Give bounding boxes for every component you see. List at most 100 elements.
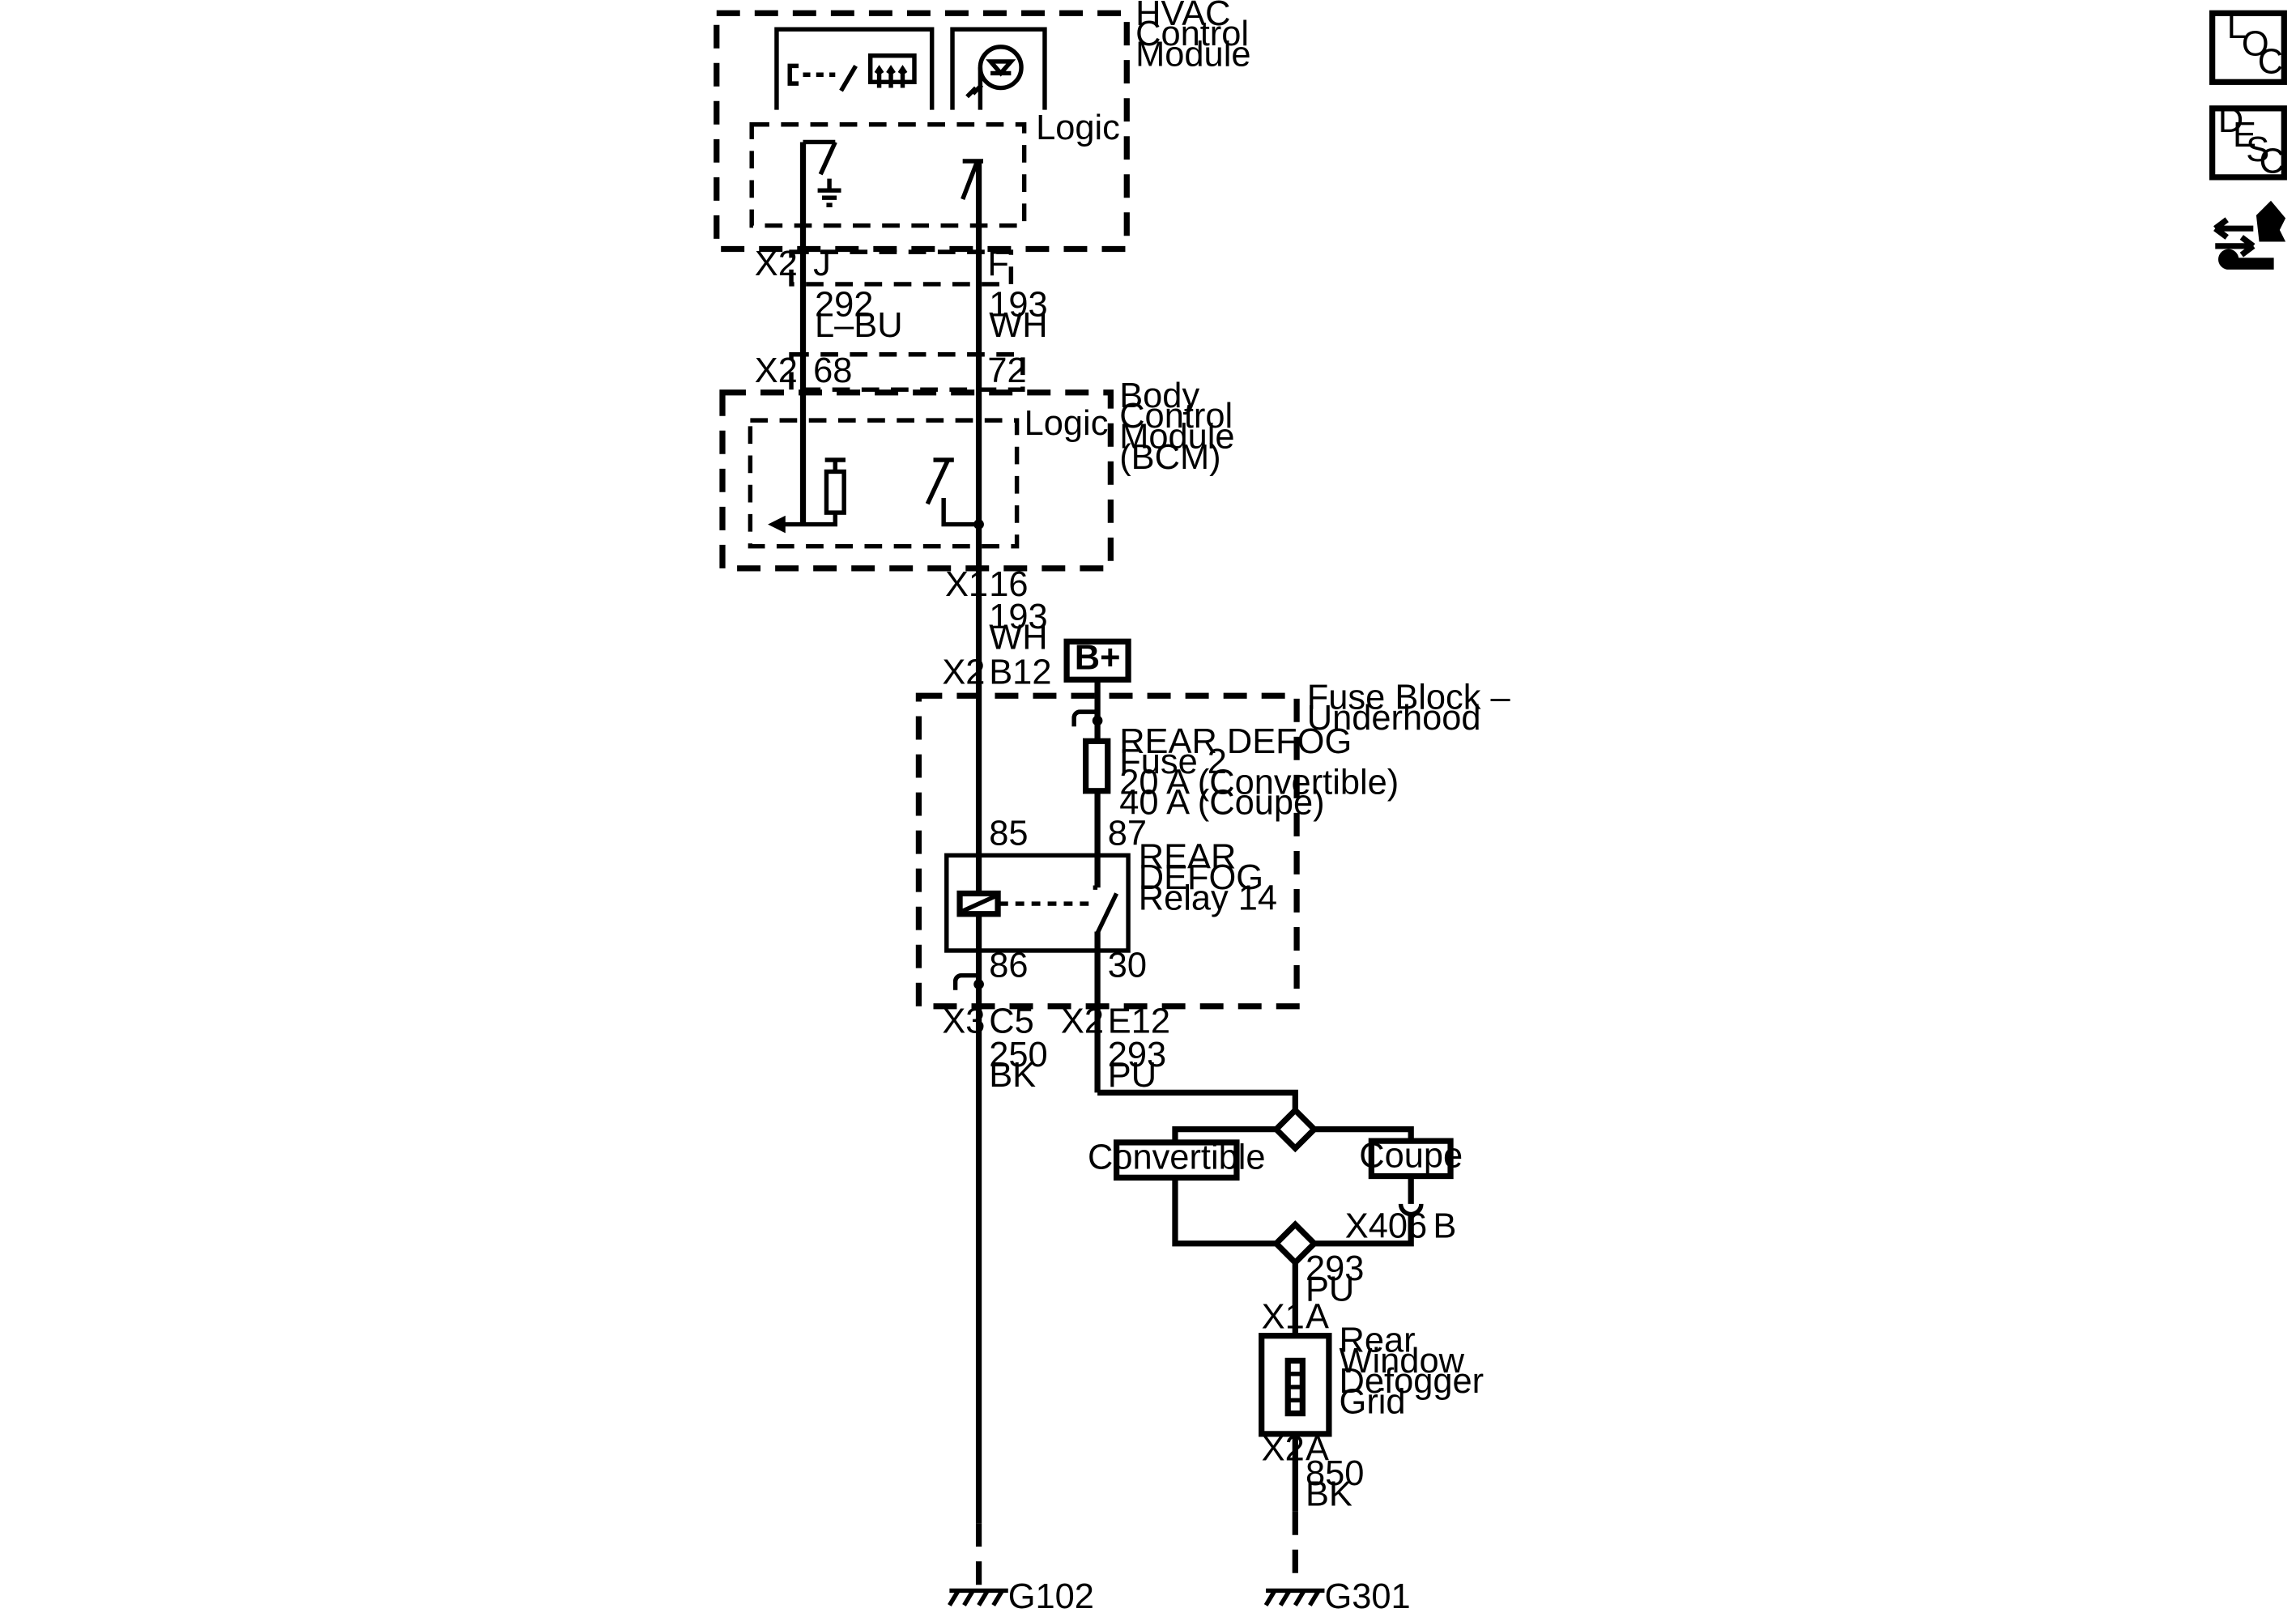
description-button[interactable]: D E S C bbox=[2209, 101, 2287, 181]
ground-switch bbox=[803, 139, 841, 207]
grid-x2-label: X2 bbox=[1262, 1429, 1305, 1468]
loc-letter-o: O bbox=[2242, 25, 2269, 64]
bcm-pin-16: 16 bbox=[989, 565, 1028, 604]
desc-letter-d: D bbox=[2218, 101, 2243, 140]
wire-292-color: L–BU bbox=[815, 306, 903, 345]
fuse-block-boundary bbox=[915, 692, 1300, 1010]
bcm-pin-68: 68 bbox=[813, 351, 852, 390]
relay-label-3: Relay 14 bbox=[1139, 879, 1277, 917]
body-style-options: Convertible Coupe X406 B bbox=[1088, 1089, 1463, 1267]
bcm-logic-label: Logic bbox=[1024, 404, 1109, 443]
wire-850-color: BK bbox=[1306, 1475, 1352, 1514]
fuse-block-label-1: Fuse Block – bbox=[1307, 678, 1511, 717]
bcm-x2-label: X2 bbox=[755, 351, 798, 390]
ground-g102-label: G102 bbox=[1008, 1577, 1094, 1616]
wire-193-color: WH bbox=[989, 306, 1047, 345]
relay-contact bbox=[1093, 885, 1119, 934]
relay-pin-30: 30 bbox=[1108, 947, 1147, 985]
bcm-label-3: Module bbox=[1119, 418, 1234, 457]
grid-pin-a1: A bbox=[1306, 1298, 1329, 1337]
fuse-block-pin-c5: C5 bbox=[989, 1002, 1034, 1040]
fuse-block-label-2: Underhood bbox=[1307, 699, 1481, 738]
fuse-label-3: 20 A (Convertible) bbox=[1119, 763, 1399, 802]
bcm-label-4: (BCM) bbox=[1119, 438, 1220, 477]
ground-icon bbox=[948, 1588, 1008, 1606]
ground-g102: G102 bbox=[948, 1523, 1094, 1616]
fuse-label-2: Fuse 2 bbox=[1119, 743, 1227, 781]
desc-letter-e: E bbox=[2233, 116, 2256, 155]
rear-defrost-switch bbox=[774, 27, 935, 110]
fuse-block-underhood: Fuse Block – Underhood REAR DEFOG Fuse 2… bbox=[915, 678, 1511, 1093]
pull-up-resistor bbox=[824, 469, 846, 515]
relay-pin-86: 86 bbox=[989, 947, 1028, 985]
diagnostic-tools-icon[interactable] bbox=[2213, 200, 2286, 270]
grid-label-4: Grid bbox=[1340, 1383, 1406, 1422]
description-icon[interactable] bbox=[2209, 105, 2287, 181]
convertible-option-label: Convertible bbox=[1088, 1138, 1266, 1177]
grid-label-3: Defogger bbox=[1340, 1362, 1485, 1401]
wire-293b-number: 293 bbox=[1306, 1249, 1364, 1288]
location-button[interactable]: L O C bbox=[2209, 7, 2287, 85]
fuse-block-pin-e12: E12 bbox=[1108, 1002, 1170, 1040]
loc-letter-c: C bbox=[2258, 42, 2283, 81]
wire-250-color: BK bbox=[989, 1056, 1036, 1095]
option-split-upper bbox=[1272, 1106, 1318, 1153]
relay-label-2: DEFOG bbox=[1139, 858, 1263, 897]
battery-positive-label: B+ bbox=[1075, 639, 1121, 678]
fuse-block-pin-b12: B12 bbox=[989, 653, 1051, 692]
hvac-logic-boundary bbox=[749, 122, 1027, 228]
fuse-label-4: 40 A (Coupe) bbox=[1119, 784, 1324, 823]
hvac-logic-label: Logic bbox=[1036, 109, 1120, 147]
wire-293-number: 293 bbox=[1108, 1036, 1166, 1074]
hvac-pin-j: J bbox=[813, 245, 831, 283]
rear-defog-relay bbox=[944, 853, 1131, 953]
hvac-module-boundary bbox=[714, 10, 1130, 253]
ground-bus-connector bbox=[952, 972, 979, 990]
relay-label-1: REAR bbox=[1139, 838, 1237, 877]
diagnostics-button[interactable] bbox=[2213, 200, 2286, 270]
body-control-module: Body Control Module (BCM) Logic bbox=[719, 377, 1235, 572]
ground-icon bbox=[1263, 1588, 1325, 1606]
x406-label: X406 bbox=[1345, 1207, 1427, 1246]
wire-293-color: PU bbox=[1108, 1056, 1157, 1095]
led-icon bbox=[978, 45, 1024, 91]
desc-letter-c: C bbox=[2260, 142, 2285, 181]
hvac-x2-label: X2 bbox=[755, 245, 798, 283]
hvac-label-1: HVAC bbox=[1135, 0, 1230, 33]
bcm-output-switch bbox=[925, 457, 979, 527]
hvac-label-2: Control bbox=[1135, 15, 1249, 53]
location-icon[interactable] bbox=[2209, 10, 2287, 85]
fuse-block-x2b-label: X2 bbox=[1061, 1002, 1104, 1040]
coupe-option-label: Coupe bbox=[1359, 1137, 1463, 1176]
hvac-pin-f: F bbox=[987, 245, 1009, 283]
hvac-x2-connector bbox=[789, 249, 1014, 287]
wire-193b-number: 193 bbox=[989, 598, 1047, 636]
desc-letter-s: S bbox=[2246, 130, 2269, 169]
loc-letter-l: L bbox=[2227, 7, 2247, 46]
bcm-label-2: Control bbox=[1119, 397, 1233, 436]
rear-defog-fuse bbox=[1083, 738, 1111, 794]
ground-g301: G301 bbox=[1263, 1511, 1411, 1616]
grid-x1-label: X1 bbox=[1262, 1298, 1305, 1337]
wire-193b-color: WH bbox=[989, 618, 1047, 657]
fuse-block-x2-label: X2 bbox=[942, 653, 985, 692]
x406-pin-b: B bbox=[1433, 1207, 1456, 1246]
wire-293b-color: PU bbox=[1306, 1270, 1354, 1308]
input-arrow-icon bbox=[768, 515, 786, 534]
bcm-boundary bbox=[719, 389, 1114, 572]
grid-label-1: Rear bbox=[1340, 1321, 1416, 1360]
wire-250-number: 250 bbox=[989, 1036, 1047, 1074]
coupe-option-box bbox=[1368, 1138, 1454, 1180]
hvac-control-module: HVAC Control Module Logic bbox=[714, 0, 1250, 253]
fuse-bus-connector bbox=[1071, 709, 1098, 727]
indicator-led bbox=[950, 27, 1047, 110]
bcm-x2-connector bbox=[789, 352, 1025, 392]
hvac-label-3: Module bbox=[1135, 35, 1250, 74]
ground-g301-label: G301 bbox=[1324, 1577, 1410, 1616]
bcm-pin-72: 72 bbox=[987, 351, 1026, 390]
fuse-block-x3-label: X3 bbox=[942, 1002, 985, 1040]
grid-pin-a2: A bbox=[1306, 1429, 1329, 1468]
wire-292-number: 292 bbox=[815, 286, 873, 325]
bcm-x1-label: X1 bbox=[945, 565, 988, 604]
